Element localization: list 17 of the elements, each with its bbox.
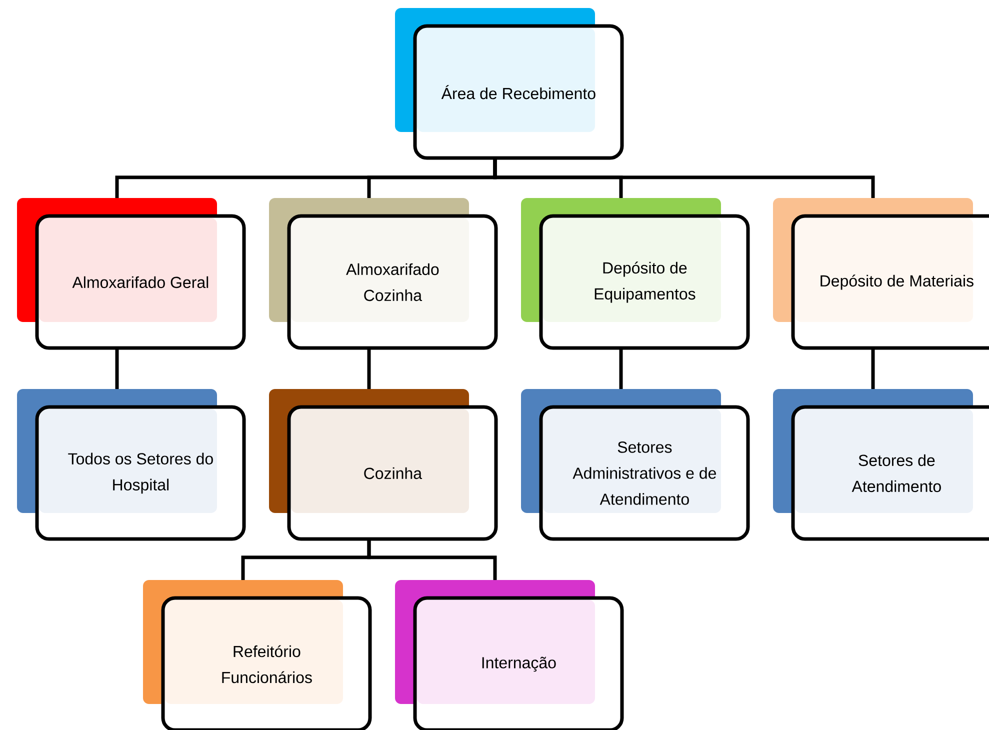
- process-box: Internação: [395, 580, 624, 730]
- connector-line: [619, 348, 623, 389]
- process-box: Depósito de Equipamentos: [521, 198, 750, 350]
- connector-line: [871, 348, 875, 389]
- process-box: Almoxarifado Geral: [17, 198, 246, 350]
- process-box: Almoxarifado Cozinha: [269, 198, 498, 350]
- process-box: Cozinha: [269, 389, 498, 541]
- connector-line: [367, 539, 497, 580]
- process-box: Setores Administrativos e de Atendimento: [521, 389, 750, 541]
- process-box: Todos os Setores do Hospital: [17, 389, 246, 541]
- process-box: Refeitório Funcionários: [143, 580, 372, 730]
- connector-line: [367, 348, 371, 389]
- process-box: Depósito de Materiais: [773, 198, 989, 350]
- connector-line: [493, 158, 875, 198]
- connector-line: [115, 348, 119, 389]
- process-box: Setores de Atendimento: [773, 389, 989, 541]
- process-box: Área de Recebimento: [395, 8, 624, 160]
